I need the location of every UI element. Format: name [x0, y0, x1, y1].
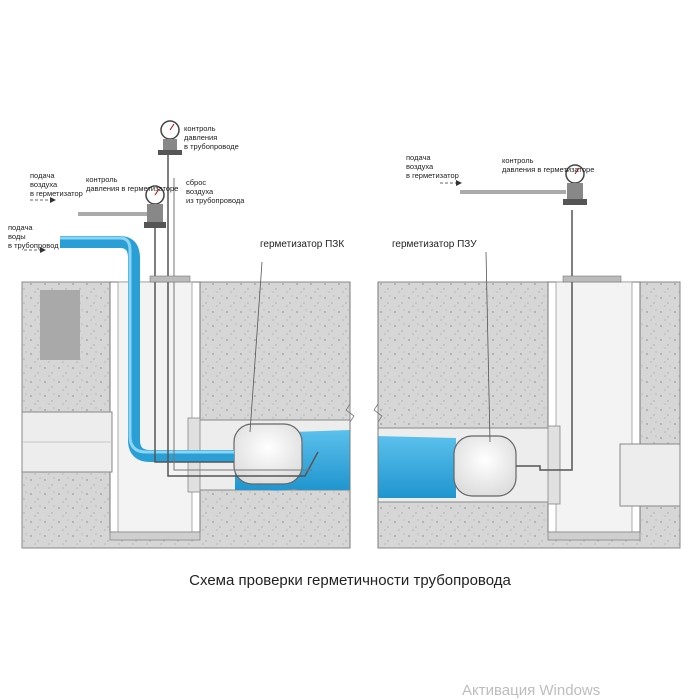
- break-line-right: [373, 282, 383, 548]
- svg-text:воды: воды: [8, 232, 26, 241]
- svg-text:воздуха: воздуха: [30, 180, 58, 189]
- label-pressure-left: контроль давления в герметизаторе: [86, 175, 178, 193]
- svg-text:сброс: сброс: [186, 178, 206, 187]
- label-pressure-pipeline: контроль давления в трубопроводе: [184, 124, 239, 151]
- svg-text:давления: давления: [184, 133, 217, 142]
- label-water-supply: подача воды в трубопровод: [8, 223, 59, 250]
- svg-text:давления в герметизаторе: давления в герметизаторе: [86, 184, 178, 193]
- label-air-supply-left: подача воздуха в герметизатор: [30, 171, 83, 198]
- svg-text:в трубопровод: в трубопровод: [8, 241, 59, 250]
- svg-text:воздуха: воздуха: [186, 187, 214, 196]
- break-line-left: [345, 282, 355, 548]
- water-hose: [60, 236, 234, 462]
- label-pressure-right: контроль давления в герметизаторе: [502, 156, 594, 174]
- cavity-left: [40, 290, 80, 360]
- diagram-caption: Схема проверки герметичности трубопровод…: [189, 572, 511, 589]
- pipe-right-outer: [619, 443, 681, 507]
- svg-text:в герметизатор: в герметизатор: [406, 171, 459, 180]
- svg-text:контроль: контроль: [86, 175, 118, 184]
- label-sealer-pzk: герметизатор ПЗК: [260, 239, 344, 250]
- sealer-pzu: [453, 435, 517, 497]
- svg-text:давления в герметизаторе: давления в герметизаторе: [502, 165, 594, 174]
- label-air-supply-right: подача воздуха в герметизатор: [406, 153, 459, 180]
- label-sealer-pzu: герметизатор ПЗУ: [392, 239, 477, 250]
- sealer-pzk: [233, 423, 303, 485]
- windows-activation-watermark: Активация Windows: [462, 682, 601, 699]
- svg-text:воздуха: воздуха: [406, 162, 434, 171]
- water-right: [378, 436, 456, 498]
- right-section: [377, 164, 681, 549]
- gauge-left: [144, 185, 166, 228]
- label-air-release: сброс воздуха из трубопровода: [186, 178, 245, 205]
- svg-text:в трубопроводе: в трубопроводе: [184, 142, 239, 151]
- svg-text:контроль: контроль: [184, 124, 216, 133]
- gauge-right: [563, 164, 587, 205]
- gauge-pipeline: [158, 120, 182, 155]
- svg-text:подача: подача: [8, 223, 33, 232]
- svg-text:подача: подача: [30, 171, 55, 180]
- svg-text:подача: подача: [406, 153, 431, 162]
- svg-text:в герметизатор: в герметизатор: [30, 189, 83, 198]
- svg-text:из трубопровода: из трубопровода: [186, 196, 245, 205]
- svg-text:контроль: контроль: [502, 156, 534, 165]
- left-section: [21, 120, 351, 549]
